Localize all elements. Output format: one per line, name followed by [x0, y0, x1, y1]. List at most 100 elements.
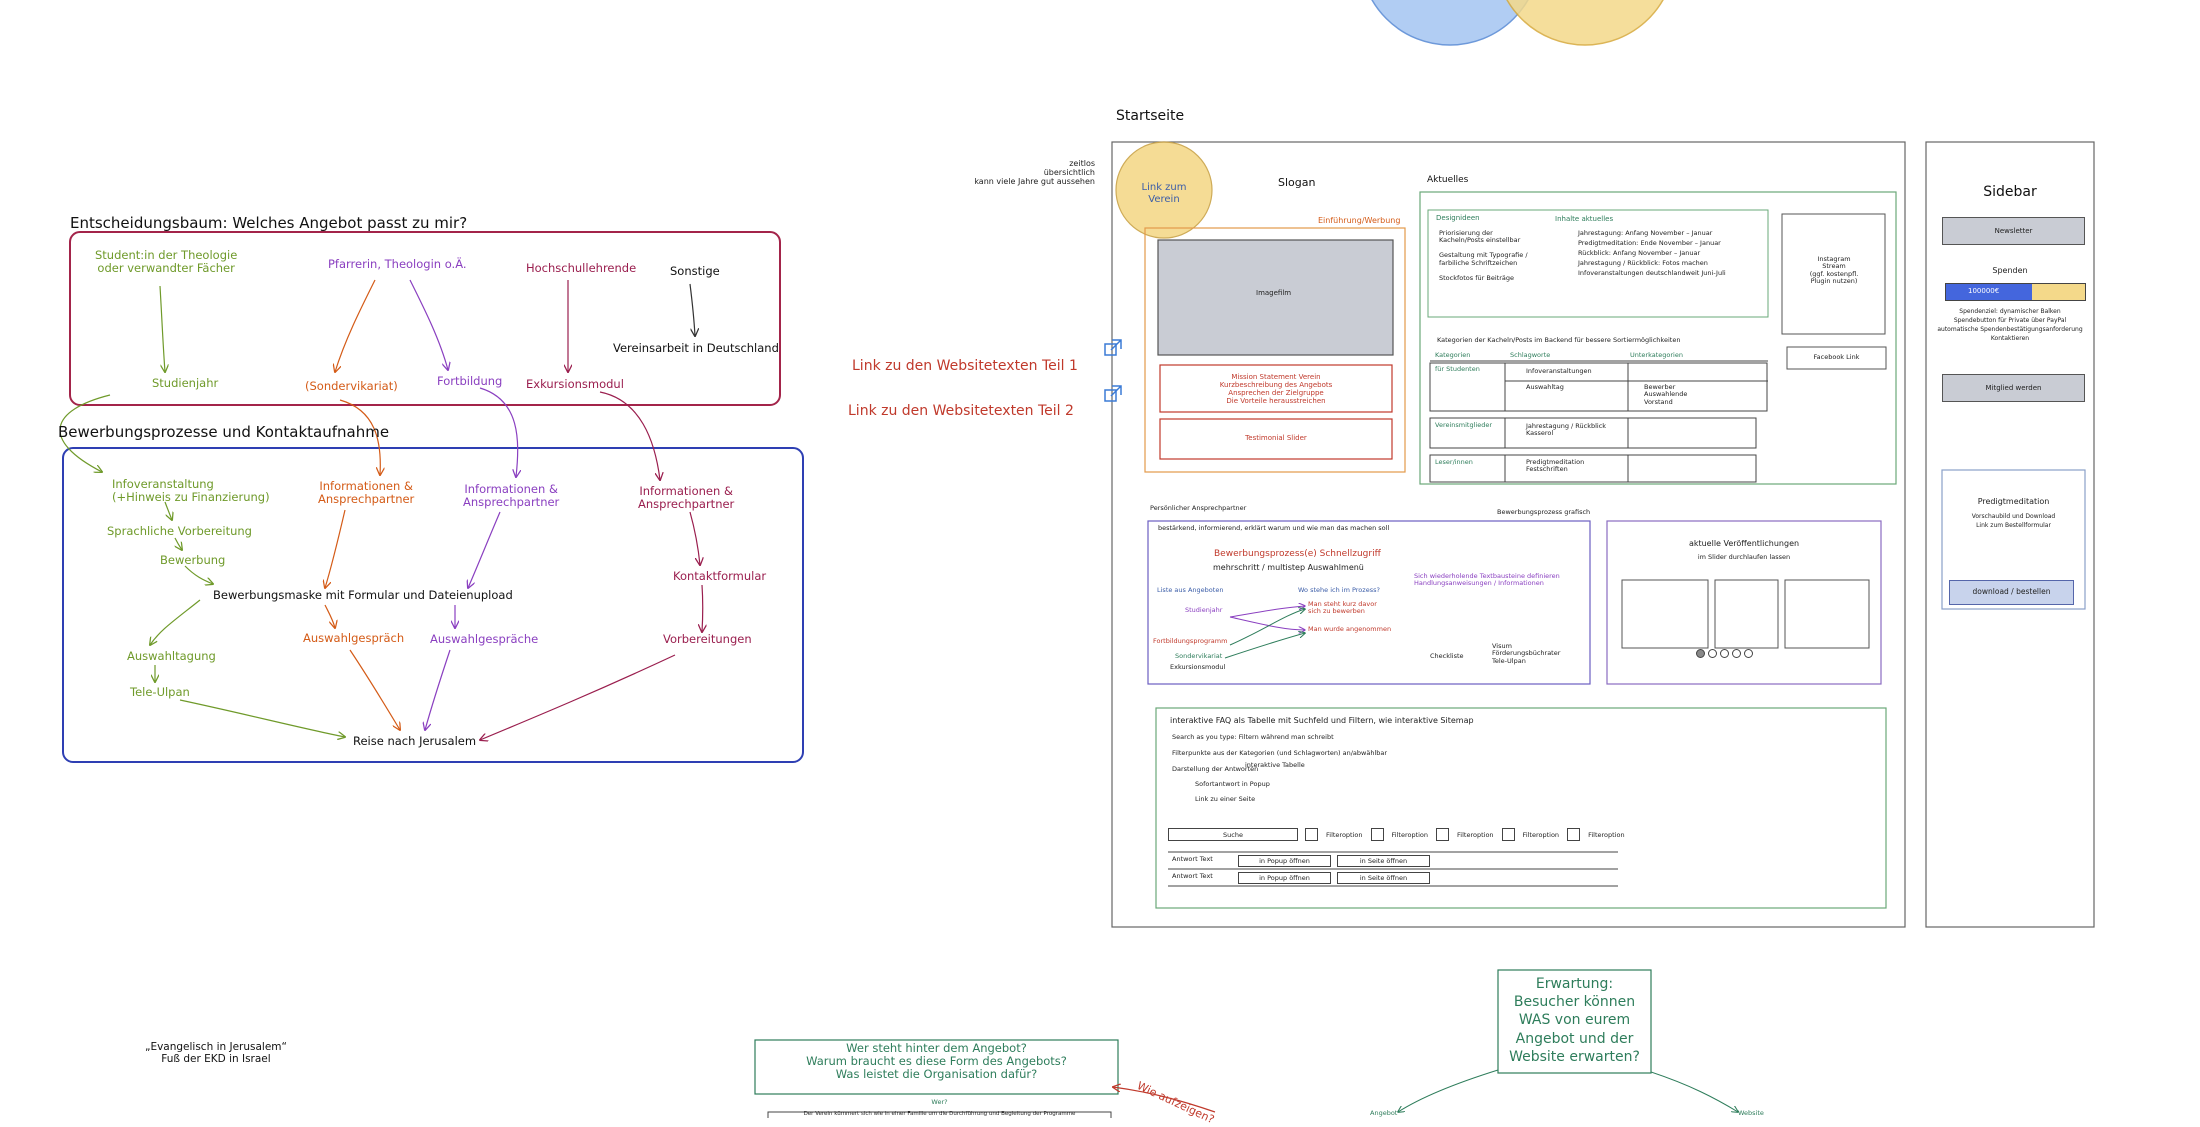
arrow-pastors-fortbildung — [409, 279, 448, 370]
arrow-auswahlgespraech-reise — [349, 649, 400, 730]
kat-row1 — [1429, 362, 1768, 412]
aktuelles-title: Aktuelles — [1427, 175, 1469, 185]
external-link-icon[interactable] — [1104, 339, 1122, 356]
slider-dot[interactable] — [1708, 649, 1717, 658]
arrow-vorbereitungen-reise — [480, 654, 676, 740]
link-websitetexte-1[interactable]: Link zu den Websitetexten Teil 1 — [852, 358, 1078, 374]
faq-line-3: Darstellung der Antworten — [1172, 765, 1259, 773]
open-page-button[interactable]: in Seite öffnen — [1337, 855, 1430, 867]
erwartung-box — [1497, 969, 1652, 1074]
node-info3: Informationen & Ansprechpartner — [638, 484, 735, 512]
facebook-link[interactable]: Facebook Link — [1813, 353, 1860, 361]
open-page-button[interactable]: in Seite öffnen — [1337, 872, 1430, 884]
imagefilm-box — [1157, 239, 1394, 356]
pub-card-3 — [1784, 579, 1870, 649]
verein-link-circle — [1115, 141, 1213, 239]
result-studienjahr: Studienjahr — [152, 376, 219, 390]
bp-arrow-3 — [1229, 609, 1305, 646]
predigt-title: Predigtmeditation — [1977, 497, 2050, 506]
bp-sondervikariat[interactable]: Sondervikariat — [1175, 652, 1223, 660]
question-text: Wer steht hinter dem Angebot? Warum brau… — [806, 1041, 1067, 1082]
open-popup-button[interactable]: in Popup öffnen — [1238, 872, 1331, 884]
zeitlos-note: zeitlos übersichtlich kann viele Jahre g… — [974, 159, 1095, 187]
node-auswahlgespraech: Auswahlgespräch — [303, 631, 405, 645]
download-button[interactable]: download / bestellen — [1949, 580, 2074, 605]
spenden-progress-fill — [1946, 284, 2033, 300]
mitglied-button[interactable]: Mitglied werden — [1942, 374, 2085, 402]
arrow-pastors-sondervikariat — [335, 279, 376, 372]
bp-fortbildungsprogramm[interactable]: Fortbildungsprogramm — [1153, 637, 1228, 645]
filter-label: Filteroption — [1457, 830, 1494, 839]
slider-dot[interactable] — [1696, 649, 1705, 658]
filter-checkbox[interactable] — [1370, 828, 1384, 841]
filter-checkbox[interactable] — [1501, 828, 1515, 841]
open-popup-button[interactable]: in Popup öffnen — [1238, 855, 1331, 867]
wer-text: Der Verein kümmert sich wie in einer Fam… — [803, 1111, 1076, 1117]
sidebar-frame — [1925, 141, 2095, 928]
bp-kurz[interactable]: Man steht kurz davor sich zu bewerben — [1308, 600, 1377, 616]
arrow-sondervikariat-info1 — [339, 399, 380, 475]
decision-tree-title: Entscheidungsbaum: Welches Angebot passt… — [70, 214, 468, 232]
kat-row2 — [1429, 417, 1757, 449]
faq-line-1: Search as you type: Filtern während man … — [1172, 733, 1334, 741]
node-auswahltagung: Auswahltagung — [127, 649, 216, 663]
category-teachers: Hochschullehrende — [526, 261, 637, 275]
faq-box — [1155, 707, 1887, 909]
arrow-info1-maske — [325, 509, 346, 588]
pub-card-2 — [1714, 579, 1779, 649]
newsletter-button[interactable]: Newsletter — [1942, 217, 2085, 245]
pub-subtitle: im Slider durchlaufen lassen — [1697, 553, 1791, 561]
arrow-tele-reise — [179, 699, 345, 737]
spenden-progress-bar: 100000€ — [1945, 283, 2086, 301]
kat-row3 — [1429, 454, 1757, 483]
arrow-info-sprachliche — [164, 501, 172, 520]
kategorien-title: Kategorien der Kacheln/Posts im Backend … — [1437, 336, 1681, 344]
pub-title: aktuelle Veröffentlichungen — [1688, 539, 1800, 548]
slider-dots[interactable] — [1696, 649, 1753, 658]
imagefilm-label: Imagefilm — [1256, 289, 1292, 297]
application-title: Bewerbungsprozesse und Kontaktaufnahme — [58, 423, 390, 441]
filter-checkbox[interactable] — [1567, 828, 1581, 841]
slider-dot[interactable] — [1744, 649, 1753, 658]
bp-angenommen[interactable]: Man wurde angenommen — [1308, 625, 1392, 633]
faq-line-4: Sofortantwort in Popup — [1195, 780, 1270, 788]
arrow-kontakt-vorbereitungen — [702, 584, 703, 632]
col-schlagworte: Schlagworte — [1510, 351, 1551, 359]
filter-label: Filteroption — [1522, 830, 1560, 839]
row1-c: Bewerber Auswahlende Vorstand — [1644, 383, 1688, 406]
node-vorbereitungen: Vorbereitungen — [663, 632, 752, 646]
faq-search-input[interactable]: Suche — [1168, 828, 1298, 841]
arrow-wie-aufzeigen — [1113, 1087, 1216, 1113]
arrow-erwartung-angebot — [1398, 1069, 1499, 1112]
node-teleulpan: Tele-Ulpan — [130, 685, 190, 699]
bp-title: Bewerbungsprozess(e) Schnellzugriff — [1214, 549, 1381, 559]
link-websitetexte-2[interactable]: Link zu den Websitetexten Teil 2 — [848, 403, 1074, 419]
result-sondervikariat: (Sondervikariat) — [305, 379, 398, 393]
testimonial-box — [1159, 418, 1393, 460]
einfuehrung-frame — [1144, 227, 1406, 473]
node-info1: Informationen & Ansprechpartner — [318, 479, 415, 507]
faq-line-5: Link zu einer Seite — [1195, 795, 1256, 803]
filter-checkbox[interactable] — [1436, 828, 1450, 841]
row1-category: für Studenten — [1435, 365, 1480, 373]
filter-checkbox[interactable] — [1305, 828, 1318, 841]
predigt-box — [1941, 469, 2086, 610]
arrow-auswahlgespraeche-reise — [425, 649, 451, 730]
mission-text: Mission Statement Verein Kurzbeschreibun… — [1219, 373, 1333, 406]
startseite-frame — [1111, 141, 1906, 928]
result-fortbildung: Fortbildung — [437, 374, 503, 388]
bp-studienjahr[interactable]: Studienjahr — [1185, 606, 1223, 614]
verein-link[interactable]: Link zum Verein — [1141, 182, 1187, 205]
slider-dot[interactable] — [1720, 649, 1729, 658]
erwartung-website: Website — [1738, 1109, 1764, 1117]
external-link-icon[interactable] — [1104, 385, 1122, 402]
slider-dot[interactable] — [1732, 649, 1741, 658]
arrow-fortbildung-info2 — [479, 387, 518, 477]
testimonial-label: Testimonial Slider — [1245, 434, 1307, 442]
result-exkursionsmodul: Exkursionsmodul — [526, 377, 624, 391]
bp-exkursionsmodul[interactable]: Exkursionsmodul — [1170, 663, 1226, 671]
category-others: Sonstige — [670, 264, 720, 278]
arrow-info2-maske — [468, 511, 501, 588]
erwartung-angebot: Angebot — [1370, 1109, 1398, 1117]
